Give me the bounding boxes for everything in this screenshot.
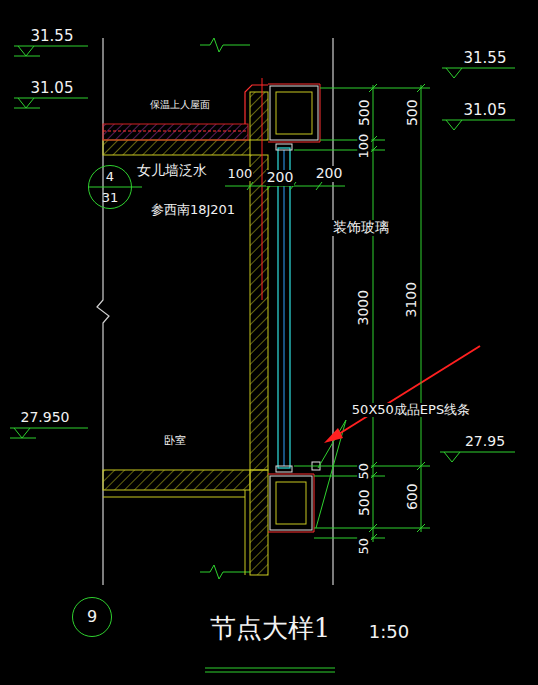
room-label: 保温上人屋面 bbox=[149, 99, 211, 110]
dimension: 50 bbox=[357, 462, 371, 481]
elevation: 27.950 bbox=[20, 410, 71, 425]
dimension: 500 bbox=[356, 99, 371, 128]
dimension: 50 bbox=[357, 537, 371, 556]
note: 参西南18J201 bbox=[150, 203, 236, 217]
material-label: 50X50成品EPS线条 bbox=[351, 403, 471, 417]
elevation: 31.55 bbox=[463, 50, 508, 67]
material-label: 装饰玻璃 bbox=[332, 220, 390, 235]
dimension: 3000 bbox=[356, 289, 371, 327]
drawing-title: 节点大样1 bbox=[209, 614, 332, 643]
dimension: 200 bbox=[266, 170, 295, 185]
dimension: 600 bbox=[404, 483, 419, 512]
dimension: 200 bbox=[315, 166, 344, 181]
detail-index-circle: 4 31 bbox=[88, 165, 132, 209]
elevation: 31.55 bbox=[30, 28, 75, 45]
dimension: 3100 bbox=[404, 281, 419, 319]
elevation: 27.95 bbox=[464, 434, 506, 449]
elevation: 31.05 bbox=[30, 80, 75, 97]
scale: 1:50 bbox=[368, 622, 410, 642]
note: 女儿墙泛水 bbox=[136, 163, 208, 178]
index-number: 9 bbox=[87, 609, 97, 625]
index-number: 31 bbox=[102, 191, 119, 204]
dimension: 100 bbox=[227, 167, 254, 181]
index-number: 4 bbox=[106, 170, 114, 183]
dimension: 500 bbox=[356, 489, 371, 518]
room-label: 卧室 bbox=[163, 435, 187, 447]
dimension: 100 bbox=[357, 133, 371, 160]
elevation: 31.05 bbox=[463, 102, 508, 119]
drawing-number-circle: 9 bbox=[72, 597, 112, 637]
dimension: 500 bbox=[404, 99, 419, 128]
